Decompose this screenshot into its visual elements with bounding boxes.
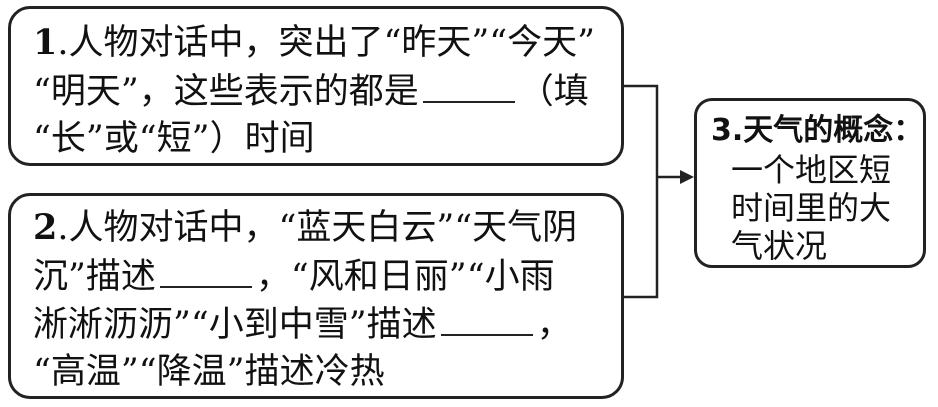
question-box-2: 2.人物对话中，“蓝天白云”“天气阴 沉”描述 ，“风和日丽”“小雨 淅淅沥沥”“… [8, 193, 624, 399]
box2-line-3: 淅淅沥沥”“小到中雪”描述 ， [33, 304, 572, 345]
concept-title: 3.天气的概念： [711, 113, 924, 148]
concept-line-2: 时间里的大 [731, 189, 892, 227]
box1-line-2: “明天”，这些表示的都是 （填 [33, 71, 589, 112]
arrowhead-icon [680, 170, 694, 184]
box1-answer-blank[interactable] [422, 71, 515, 103]
concept-box-3: 3.天气的概念： 一个地区短 时间里的大 气状况 [694, 98, 926, 268]
question-box-1: 1.人物对话中，突出了“昨天”“今天” “明天”，这些表示的都是 （填 “长”或“… [8, 6, 624, 166]
box2-line4-text: “高温”“降温”描述冷热 [33, 352, 385, 392]
box2-line1-text: .人物对话中，“蓝天白云”“天气阴 [57, 208, 578, 248]
box1-number: 1 [33, 22, 58, 63]
concept-line-1: 一个地区短 [731, 151, 892, 189]
box2-line2-post: ，“风和日丽”“小雨 [255, 257, 555, 297]
connector-from-box2 [624, 177, 659, 299]
concept-line-3: 气状况 [731, 227, 828, 265]
box2-line3-pre: 淅淅沥沥”“小到中雪”描述 [33, 305, 437, 345]
box2-answer-blank-2[interactable] [440, 304, 533, 336]
box1-line2-pre: “明天”，这些表示的都是 [33, 72, 419, 112]
box2-line-2: 沉”描述 ，“风和日丽”“小雨 [33, 256, 555, 297]
box2-line3-post: ， [536, 305, 572, 345]
box2-line2-pre: 沉”描述 [33, 257, 156, 297]
box2-line-1: 2.人物对话中，“蓝天白云”“天气阴 [33, 207, 578, 249]
box1-line1-text: .人物对话中，突出了“昨天”“今天” [57, 23, 596, 63]
box1-line-3: “长”或“短”）时间 [33, 119, 315, 159]
box1-line-1: 1.人物对话中，突出了“昨天”“今天” [33, 22, 596, 64]
box1-line2-post: （填 [518, 72, 589, 112]
box1-line3-text: “长”或“短”）时间 [33, 119, 315, 159]
box2-number: 2 [33, 207, 58, 248]
connector-from-box1 [624, 84, 659, 177]
box2-line-4: “高温”“降温”描述冷热 [33, 352, 385, 392]
box2-answer-blank-1[interactable] [159, 256, 252, 288]
